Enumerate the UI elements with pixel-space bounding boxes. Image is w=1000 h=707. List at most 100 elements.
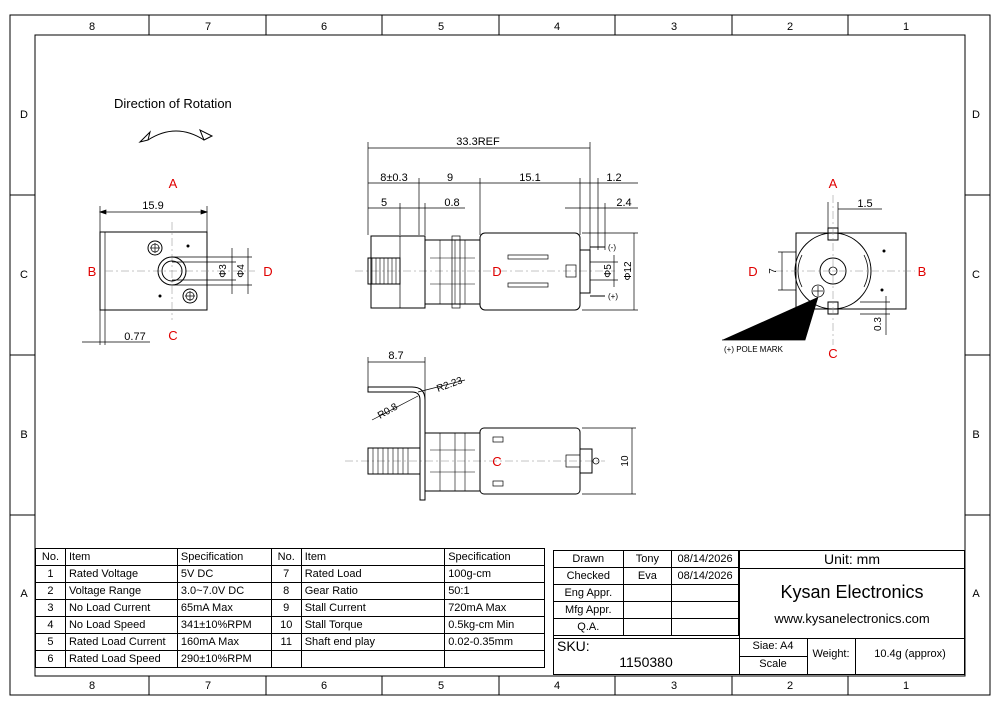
spec-no: [270, 650, 302, 668]
zone-top-5: 4: [554, 21, 560, 33]
spec-item: Rated Load Current: [64, 633, 178, 651]
sku-label: SKU:: [557, 638, 590, 654]
terminal-positive: (+): [608, 292, 618, 301]
spec-value: 160mA Max: [176, 633, 272, 651]
spec-value: 65mA Max: [176, 599, 272, 617]
terminal-negative: (-): [608, 243, 616, 252]
left-marker-d: D: [263, 264, 272, 279]
company-name: Kysan Electronics: [780, 582, 924, 602]
size-label: Siae: A4: [752, 640, 794, 652]
left-marker-c: C: [168, 328, 177, 343]
spec-no: 10: [270, 616, 302, 634]
bottom-marker-c: C: [492, 454, 501, 469]
sku-row-line: [553, 638, 739, 639]
zone-bottom-2: 7: [205, 680, 211, 692]
center-marker-d: D: [492, 264, 501, 279]
size-divider: [807, 638, 808, 675]
spec-no: 7: [270, 565, 302, 583]
center-dim-phi12: Φ12: [623, 261, 634, 281]
company-website: www.kysanelectronics.com: [774, 611, 930, 626]
spec-table: No. Item Specification No. Item Specific…: [35, 548, 545, 668]
col-header-spec-2: Specification: [444, 548, 545, 566]
center-view: 33.3REF 8±0.3 9 15.1 1.2 5 0.8 2.4: [355, 136, 638, 311]
spec-value: [444, 650, 545, 668]
right-view: A D B C 1.5 7 0.3: [722, 176, 926, 361]
left-view: A B D C 15.9: [82, 176, 273, 345]
spec-item: [300, 650, 446, 668]
approval-role: Eng Appr.: [553, 584, 624, 602]
left-marker-b: B: [88, 264, 97, 279]
spec-no: 5: [35, 633, 66, 651]
spec-item: Stall Torque: [300, 616, 446, 634]
scale-label: Scale: [759, 658, 787, 670]
spec-item: No Load Speed: [64, 616, 178, 634]
approval-date: [671, 618, 739, 636]
bottom-dim-r08: R0.8: [376, 401, 400, 421]
spec-no: 1: [35, 565, 66, 583]
bottom-dim-87: 8.7: [388, 350, 403, 362]
spec-header-row: No. Item Specification No. Item Specific…: [35, 548, 545, 566]
zone-top-8: 1: [903, 21, 909, 33]
spec-no: 6: [35, 650, 66, 668]
left-dim-bore-inner: Φ3: [218, 264, 229, 278]
right-marker-b: B: [918, 264, 927, 279]
left-dim-plate: 0.77: [124, 331, 145, 343]
right-dim-15: 1.5: [857, 198, 872, 210]
weight-value: 10.4g (approx): [874, 648, 946, 660]
zone-right-a: A: [972, 588, 980, 600]
approval-role: Q.A.: [553, 618, 624, 636]
rotation-arrow: [138, 128, 214, 143]
title-block-divider: [739, 550, 740, 675]
spec-no: 11: [270, 633, 302, 651]
spec-item: Rated Load Speed: [64, 650, 178, 668]
spec-no: 2: [35, 582, 66, 600]
zone-left-d: D: [20, 109, 28, 121]
zone-bottom-7: 2: [787, 680, 793, 692]
right-marker-a: A: [829, 176, 838, 191]
spec-no: 8: [270, 582, 302, 600]
unit-row-line: [739, 568, 965, 569]
center-dim-c: 15.1: [519, 172, 540, 184]
zone-bottom-5: 4: [554, 680, 560, 692]
zone-right-b: B: [972, 429, 979, 441]
unit-label: Unit: mm: [824, 551, 880, 567]
zone-right-d: D: [972, 109, 980, 121]
zone-left-c: C: [20, 269, 28, 281]
center-dim-g: 2.4: [616, 197, 631, 209]
approval-name: Tony: [622, 550, 673, 568]
zone-top-1: 8: [89, 21, 95, 33]
spec-no: 4: [35, 616, 66, 634]
zone-top-7: 2: [787, 21, 793, 33]
pole-mark-label: (+) POLE MARK: [724, 345, 784, 354]
zone-left-b: B: [20, 429, 27, 441]
zone-bottom-3: 6: [321, 680, 327, 692]
center-dim-f: 0.8: [444, 197, 459, 209]
zone-bottom-8: 1: [903, 680, 909, 692]
spec-item: Shaft end play: [300, 633, 446, 651]
rotation-label: Direction of Rotation: [114, 96, 232, 111]
right-marker-d: D: [748, 264, 757, 279]
col-header-no: No.: [35, 548, 66, 566]
weight-label: Weight:: [812, 648, 850, 660]
bottom-view: 8.7 R2.23 R0.8 C 10: [345, 350, 636, 501]
spec-value: 341±10%RPM: [176, 616, 272, 634]
spec-item: No Load Current: [64, 599, 178, 617]
bottom-dim-r223: R2.23: [435, 375, 464, 395]
zone-ticks: [10, 15, 990, 695]
spec-no: 3: [35, 599, 66, 617]
approval-row: Mfg Appr.: [553, 601, 739, 619]
zone-left-a: A: [20, 588, 28, 600]
approval-date: 08/14/2026: [671, 550, 739, 568]
spec-value: 50:1: [444, 582, 545, 600]
zone-right-c: C: [972, 269, 980, 281]
spec-item: Rated Voltage: [64, 565, 178, 583]
right-marker-c: C: [828, 346, 837, 361]
